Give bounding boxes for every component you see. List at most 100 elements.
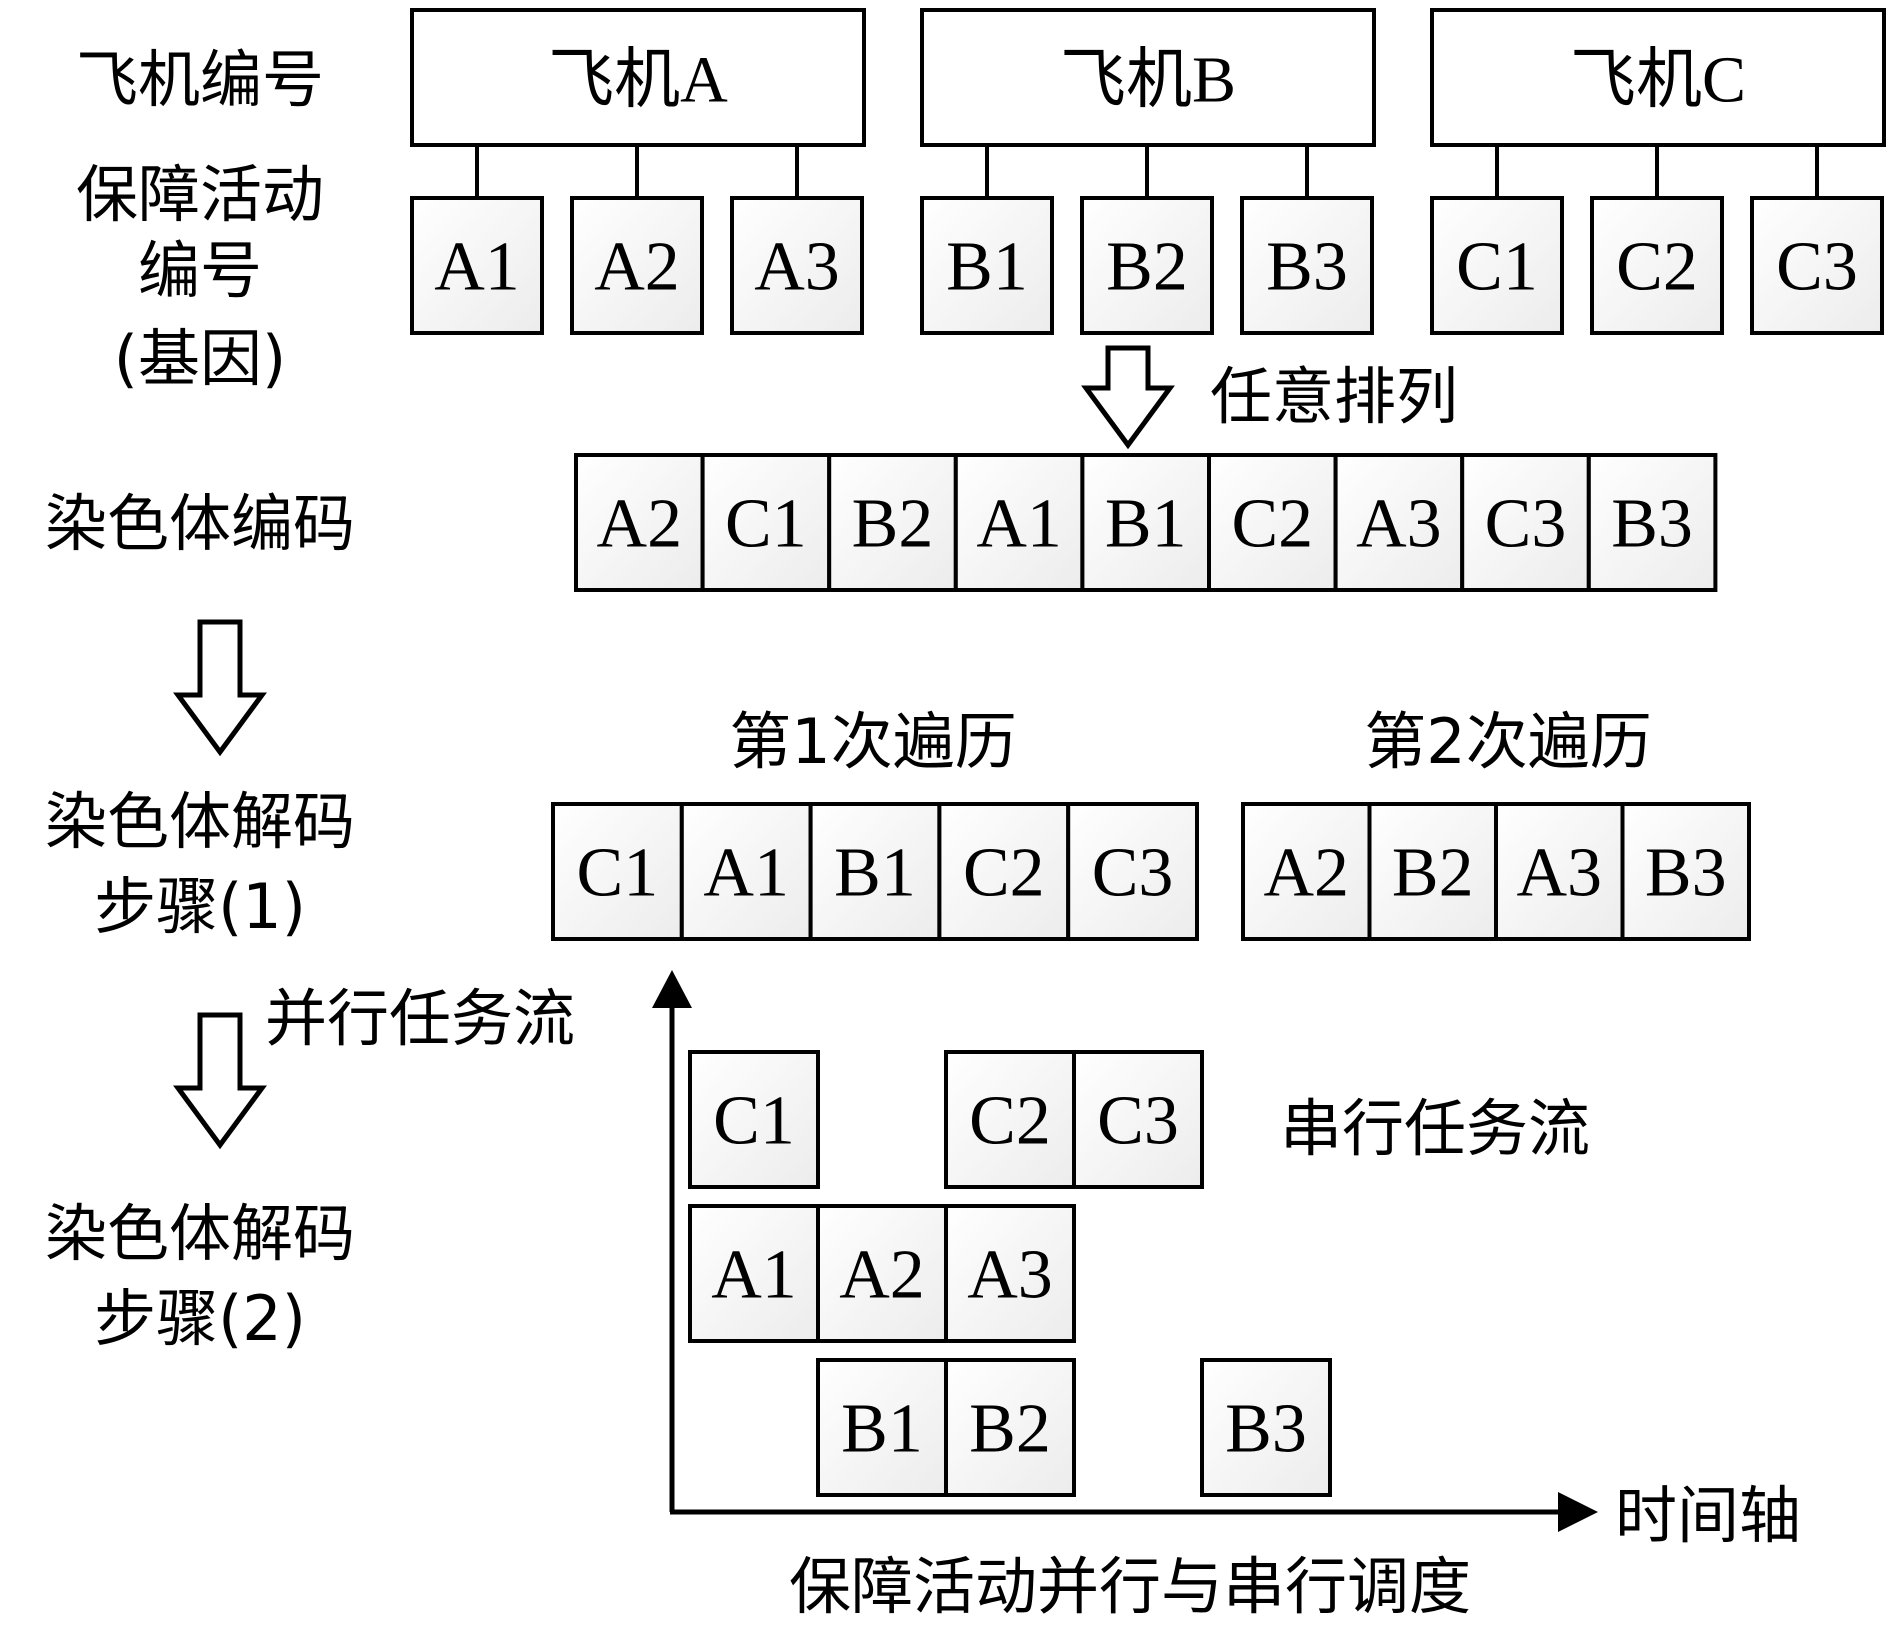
chromosome-gene-frame [1460,453,1591,592]
chromosome-gene: B3 [1586,453,1718,592]
chromosome-gene: C3 [1460,453,1591,592]
schedule-block-frame [688,1050,820,1189]
aircraft-box-frame [920,8,1376,147]
label-traversal-2: 第2次遍历 [1364,705,1651,778]
schedule-block-frame [1200,1358,1332,1497]
gene-box-frame [1430,196,1564,335]
label-y-axis: 并行任务流 [265,982,575,1055]
x-axis-arrowhead-icon [1558,1492,1598,1532]
gene-box-label: B1 [946,229,1028,306]
gene-box: A2 [570,196,704,335]
label-decode-step1-line2: 步骤(1) [94,870,306,943]
gene-box-label: A2 [594,229,680,306]
gene-box: C1 [1430,196,1564,335]
label-decode-step2-line2: 步骤(2) [94,1282,306,1355]
schedule-block-label: A3 [967,1237,1053,1314]
schedule-block-label: C3 [1097,1083,1179,1160]
chromosome-gene-frame [827,453,958,592]
schedule-block-frame [944,1050,1076,1189]
schedule-axes: 并行任务流 时间轴 串行任务流 保障活动并行与串行调度 [265,970,1801,1623]
schedule-block-label: A2 [839,1237,925,1314]
chromosome-gene-label: C1 [725,486,807,563]
traversal-1-gene-label: A1 [703,835,789,912]
schedule-block-label: B2 [969,1391,1051,1468]
schedule-block: B3 [1200,1358,1332,1497]
chromosome-gene-frame [1207,453,1338,592]
gene-box: B2 [1080,196,1214,335]
gene-box: C2 [1590,196,1724,335]
aircraft-box-label: 飞机B [1060,44,1236,117]
schedule-block: B2 [944,1358,1076,1497]
label-x-axis: 时间轴 [1615,1479,1801,1552]
down-arrow-icon [173,619,267,757]
label-support-activity-line2: 编号 [138,234,262,307]
chromosome-gene-label: B3 [1611,486,1693,563]
traversal-1-gene: B1 [808,802,942,941]
traversal-1-gene-frame [1066,802,1199,941]
gene-box-frame [1750,196,1884,335]
gene-box-label: A1 [434,229,520,306]
gene-box-label: C1 [1456,229,1538,306]
traversal-1-gene-frame [937,802,1071,941]
gene-box: B3 [1240,196,1374,335]
aircraft-box-frame [1430,8,1886,147]
down-arrow-icon [173,1012,267,1150]
chromosome-gene-label: A1 [976,486,1062,563]
gene-box-label: C3 [1776,229,1858,306]
gene-box-frame [730,196,864,335]
schedule-block-label: C2 [969,1083,1051,1160]
schedule-block: A2 [816,1204,948,1343]
gene-box-frame [570,196,704,335]
aircraft-box: 飞机A [410,8,866,147]
chromosome-gene-frame [1333,453,1465,592]
arbitrary-order: 任意排列 [1081,345,1458,450]
schedule-block: C2 [944,1050,1076,1189]
chromosome-gene-label: B1 [1105,486,1187,563]
traversal-2-gene: A2 [1241,802,1372,941]
traversal-1-gene-frame [679,802,813,941]
gene-box-frame [920,196,1054,335]
left-labels: 飞机编号 保障活动 编号 (基因) 染色体编码 染色体解码 步骤(1) 染色体解… [45,43,355,1355]
traversal-2-gene-frame [1620,802,1751,941]
chromosome-gene-label: A2 [597,486,683,563]
traversal-2-gene-label: A3 [1516,835,1602,912]
chromosome-gene: B1 [1080,453,1212,592]
schedule-block: C1 [688,1050,820,1189]
aircraft-box: 飞机C [1430,8,1886,147]
schedule-block-frame [816,1204,948,1343]
gene-box-label: A3 [754,229,840,306]
chromosome-gene-frame [1586,453,1718,592]
chromosome-gene: B2 [827,453,958,592]
label-support-activity-line3: (基因) [114,322,286,395]
traversal-2-gene-label: B2 [1392,835,1474,912]
chromosome-gene: A3 [1333,453,1465,592]
label-arbitrary-order: 任意排列 [1210,360,1458,433]
schedule-block: B1 [816,1358,948,1497]
chromosome-gene-frame [700,453,832,592]
y-axis-arrowhead-icon [652,970,692,1008]
gene-box: A3 [730,196,864,335]
schedule-block-label: B3 [1225,1391,1307,1468]
traversal-1-gene-label: C1 [577,835,659,912]
chromosome-gene: C1 [700,453,832,592]
gene-box-frame [410,196,544,335]
chromosome-gene-label: A3 [1356,486,1442,563]
schedule-block: A1 [688,1204,820,1343]
label-decode-step1-line1: 染色体解码 [45,785,355,858]
gene-box: B1 [920,196,1054,335]
traversal-1-gene-label: C2 [963,835,1045,912]
traversal-2-gene-frame [1241,802,1372,941]
label-traversal-1: 第1次遍历 [729,705,1016,778]
aircraft-box-label: 飞机C [1570,44,1746,117]
label-aircraft-number: 飞机编号 [76,43,324,116]
traversal-2-gene-label: A2 [1263,835,1349,912]
schedule-block-label: A1 [711,1237,797,1314]
traversal-2-gene: A3 [1494,802,1625,941]
chromosome-gene: A1 [953,453,1085,592]
gene-box: A1 [410,196,544,335]
schedule-block-label: B1 [841,1391,923,1468]
traversal-1-gene: C1 [551,802,684,941]
